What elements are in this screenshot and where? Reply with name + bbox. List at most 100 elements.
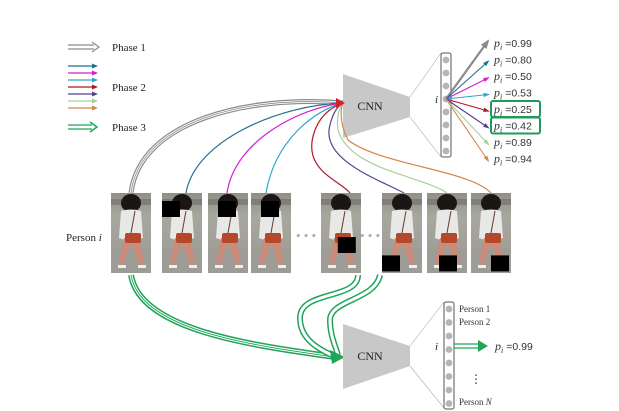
- arrow-head-icon: [483, 155, 490, 163]
- neuron: [445, 319, 453, 326]
- person-image: [471, 193, 511, 273]
- legend-phase2-label: Phase 2: [112, 82, 146, 94]
- output-arrow: [445, 98, 489, 128]
- neuron: [445, 359, 453, 367]
- phase-curves: [128, 98, 492, 194]
- occlusion-patch: [491, 255, 509, 272]
- occlusion-patch: [162, 201, 180, 217]
- legend-phase3: Phase 3: [68, 121, 146, 134]
- bottom-feature-vector: [443, 301, 455, 410]
- person-strip: Person i • • • • • •: [66, 193, 511, 273]
- arrow-head-icon: [483, 60, 490, 67]
- output-prob-6: pi=0.89: [493, 135, 532, 151]
- neuron: [445, 332, 453, 340]
- class-label-n: Person N: [459, 397, 493, 407]
- output-arrow: [445, 98, 489, 161]
- top-cnn-label: CNN: [357, 99, 383, 113]
- highlight-box: [490, 116, 541, 135]
- arrow-head-icon: [483, 123, 490, 129]
- neuron: [445, 346, 453, 353]
- output-arrow: [445, 93, 489, 100]
- neuron: [442, 82, 450, 90]
- output-arrow: [445, 77, 489, 100]
- output-prob-7: pi=0.94: [493, 152, 532, 168]
- arrow-head-icon: [92, 105, 98, 111]
- ellipsis-left: • • •: [296, 228, 316, 243]
- occlusion-patch: [337, 237, 356, 253]
- bottom-neuron-label: i: [435, 341, 438, 353]
- person-image: [111, 193, 151, 273]
- arrow-head-icon: [92, 70, 98, 76]
- bottom-network: CNN i Person 1 Person 2 ⋮ Person N pi=0.…: [343, 301, 533, 410]
- phase2-curve: [340, 102, 492, 194]
- neuron: [445, 386, 453, 394]
- neuron: [442, 56, 450, 64]
- person-image: [162, 193, 202, 273]
- arrow-head-icon: [483, 92, 490, 98]
- phase2-curve: [226, 102, 344, 194]
- occlusion-patch: [439, 255, 457, 272]
- output-arrow: [445, 61, 489, 100]
- neuron: [442, 108, 450, 116]
- arrow-head-icon: [480, 39, 490, 49]
- neuron: [445, 373, 453, 380]
- double-arrow-icon: [89, 121, 99, 133]
- top-neuron-label: i: [435, 94, 438, 106]
- person-image: [208, 193, 248, 273]
- occlusion-patch: [218, 201, 236, 217]
- arrow-head-icon: [92, 84, 98, 90]
- class-label-2: Person 2: [459, 317, 490, 327]
- top-cnn-block: [343, 74, 410, 138]
- person-image: [427, 193, 467, 273]
- occlusion-patch: [382, 255, 400, 272]
- neuron: [445, 400, 453, 407]
- neuron: [442, 69, 450, 77]
- arrow-head-icon: [483, 107, 490, 112]
- output-arrow: [445, 98, 489, 145]
- output-prob-4: pi=0.25: [493, 102, 532, 118]
- phase2-curve: [328, 102, 405, 194]
- neuron: [442, 147, 450, 155]
- phase3-curves: [128, 273, 383, 364]
- output-arrow-icon: [478, 340, 488, 352]
- class-label-1: Person 1: [459, 304, 490, 314]
- phase2-curve: [185, 102, 344, 194]
- arrow-head-icon: [92, 91, 98, 97]
- arrow-head-icon: [92, 63, 98, 69]
- output-prob-3: pi=0.53: [493, 86, 532, 102]
- phase2-curve: [311, 102, 351, 194]
- neuron: [442, 121, 450, 129]
- phase2-curve: [336, 102, 448, 194]
- legend-phase3-label: Phase 3: [112, 122, 146, 134]
- person-label: Person i: [66, 232, 102, 244]
- occlusion-patch: [261, 201, 279, 217]
- output-prob-1: pi=0.80: [493, 53, 532, 69]
- arrow-head-icon: [92, 98, 98, 104]
- person-image: [251, 193, 291, 273]
- ellipsis-right: • • •: [360, 228, 380, 243]
- arrow-head-icon: [483, 77, 490, 82]
- arrow-head-icon: [330, 350, 345, 364]
- class-ellipsis: ⋮: [470, 372, 482, 386]
- neuron: [445, 305, 453, 313]
- legend-phase1-label: Phase 1: [112, 42, 146, 54]
- neuron: [442, 134, 450, 142]
- arrow-head-icon: [483, 139, 490, 146]
- top-network: CNN i pi=0.99pi=0.80pi=0.50pi=0.53pi=0.2…: [343, 36, 541, 168]
- bottom-output-prob: pi=0.99: [494, 339, 533, 355]
- person-image: [321, 193, 361, 273]
- bottom-cnn-label: CNN: [357, 349, 383, 363]
- output-prob-5: pi=0.42: [493, 119, 532, 135]
- legend-phase1: Phase 1: [68, 41, 146, 54]
- output-prob-2: pi=0.50: [493, 69, 532, 85]
- person-image: [382, 193, 422, 273]
- output-prob-0: pi=0.99: [493, 36, 532, 52]
- phase2-curve: [265, 102, 344, 194]
- legend: Phase 1 Phase 2 Phase 3: [68, 41, 146, 134]
- double-arrow-icon: [91, 41, 101, 53]
- bottom-cnn-block: [343, 324, 410, 389]
- arrow-head-icon: [92, 77, 98, 83]
- arrow-head-icon: [336, 98, 345, 108]
- output-arrow: [445, 98, 489, 112]
